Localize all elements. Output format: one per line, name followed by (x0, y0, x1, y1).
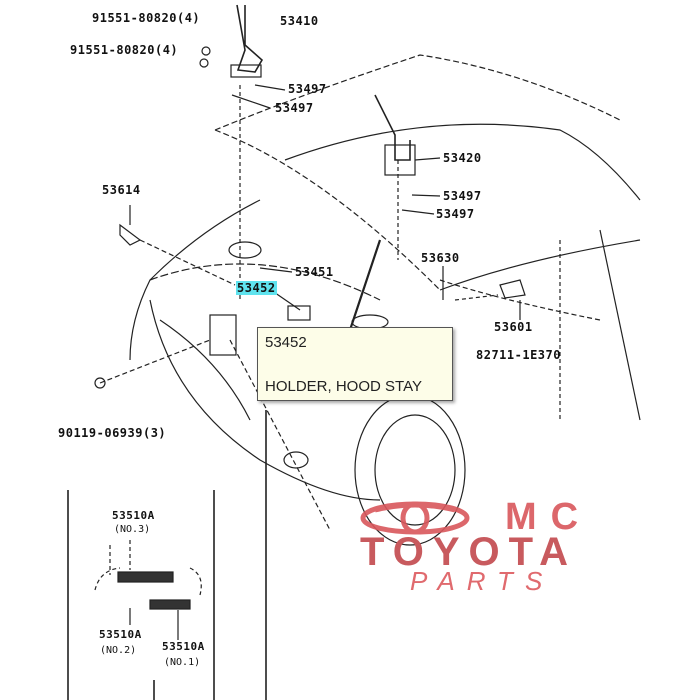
watermark-mc: MC (505, 496, 593, 538)
inset-callout-no3[interactable]: 53510A (112, 509, 155, 522)
part-tooltip: 53452 HOLDER, HOOD STAY (257, 327, 453, 401)
callout-91551-80820-lower[interactable]: 91551-80820(4) (70, 43, 179, 57)
callout-53614[interactable]: 53614 (102, 183, 141, 197)
inset-sub-no3: (NO.3) (114, 524, 151, 535)
callout-91551-80820-upper[interactable]: 91551-80820(4) (92, 11, 201, 25)
callout-53410[interactable]: 53410 (280, 14, 319, 28)
inset-sub-no2: (NO.2) (100, 645, 137, 656)
callout-53497-b[interactable]: 53497 (275, 101, 314, 115)
callout-53497-c[interactable]: 53497 (443, 189, 482, 203)
callout-53630[interactable]: 53630 (421, 251, 460, 265)
watermark-toyota: TOYOTA (360, 530, 577, 574)
inset-callout-no1[interactable]: 53510A (162, 640, 205, 653)
callout-53497-a[interactable]: 53497 (288, 82, 327, 96)
inset-sub-no1: (NO.1) (164, 657, 201, 668)
callout-53420[interactable]: 53420 (443, 151, 482, 165)
callout-53451[interactable]: 53451 (295, 265, 334, 279)
callout-82711-1e370[interactable]: 82711-1E370 (476, 348, 561, 362)
inset-callout-no2[interactable]: 53510A (99, 628, 142, 641)
callout-90119-06939[interactable]: 90119-06939(3) (58, 426, 167, 440)
toyota-emblem-icon (360, 501, 470, 535)
tooltip-part-description: HOLDER, HOOD STAY (265, 378, 422, 395)
callout-53601[interactable]: 53601 (494, 320, 533, 334)
callout-53497-d[interactable]: 53497 (436, 207, 475, 221)
watermark-parts: PARTS (410, 566, 555, 596)
tooltip-part-code: 53452 (265, 334, 307, 351)
callout-53452-highlighted[interactable]: 53452 (236, 281, 277, 295)
